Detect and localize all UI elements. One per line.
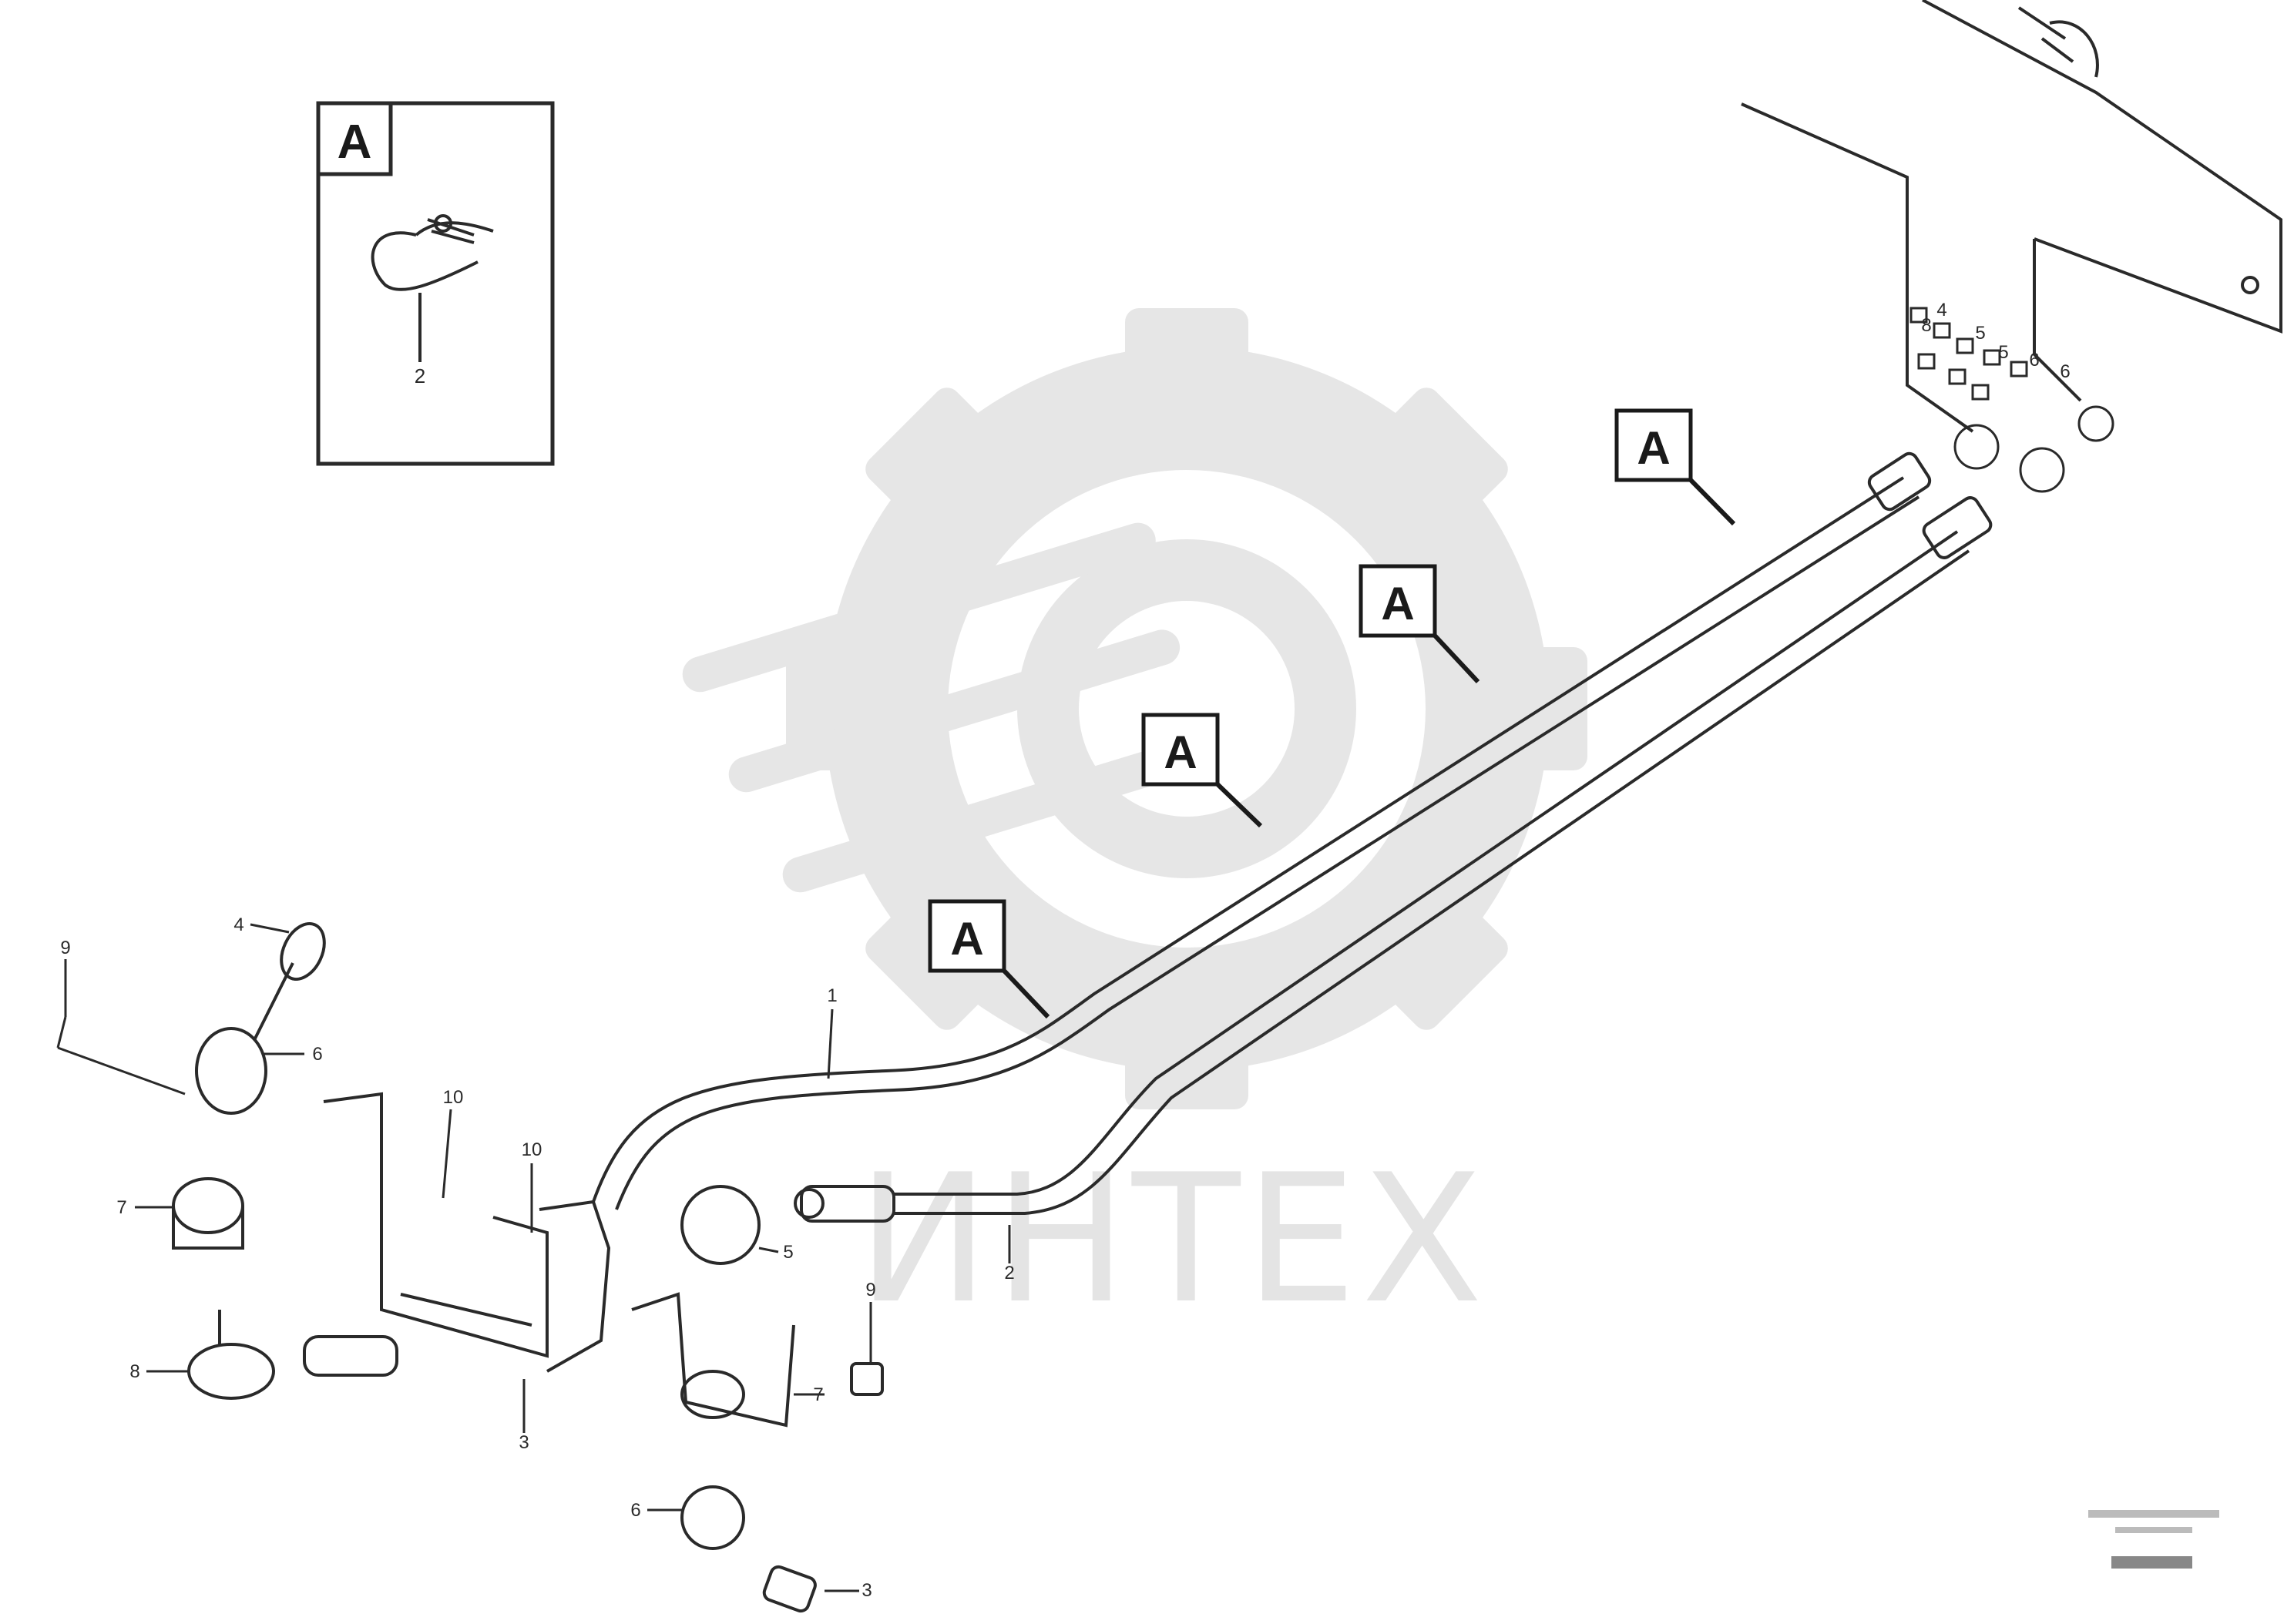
hose-lower-outer	[894, 530, 1959, 1196]
callout-tag-4: A	[928, 899, 1050, 1019]
inset-clamp-drawing	[371, 214, 494, 362]
lower-left-fittings	[56, 921, 1011, 1613]
ref-line-2-bar	[2115, 1527, 2192, 1533]
part-number-1: 1	[827, 985, 837, 1006]
part-number-6-a: 6	[312, 1044, 322, 1065]
coupling-lower-right	[1922, 496, 1993, 559]
callout-tag-2: A	[1359, 564, 1480, 684]
callout-tag-1-label: A	[1637, 422, 1670, 474]
part-number-10-b: 10	[522, 1139, 542, 1160]
part-number-9-a: 9	[60, 938, 70, 958]
hose-lower-inner	[894, 549, 1970, 1215]
watermark-text: ИНТЕХ	[857, 1137, 1487, 1343]
part-number-4-b: 4	[1936, 300, 1946, 320]
part-number-3-b: 3	[862, 1580, 872, 1601]
callout-tag-1: A	[1614, 408, 1736, 526]
part-number-6-d: 6	[2060, 361, 2070, 382]
hose-upper-inner	[615, 495, 1920, 1210]
reference-code-block	[2088, 1510, 2219, 1569]
coupling-lower-left	[800, 1185, 895, 1223]
part-number-7-a: 7	[116, 1197, 126, 1218]
inset-tag-label: A	[338, 116, 372, 169]
mounting-bracket-right	[1741, 0, 2282, 493]
part-number-7-b: 7	[813, 1384, 823, 1405]
inset-part-number: 2	[415, 364, 425, 388]
part-number-9-b: 9	[865, 1280, 875, 1300]
ref-line-1-bar	[2088, 1510, 2219, 1518]
ref-line-3-bar	[2111, 1556, 2192, 1569]
coupling-upper-right	[1867, 451, 1932, 512]
inset-detail-box: A 2	[316, 101, 555, 466]
hose-upper-outer	[592, 476, 1905, 1203]
part-number-4-a: 4	[233, 914, 244, 935]
part-number-labels: 9 4 6 7 8 10 10 3 1 2 5 9 7 6 3 4 5 5 6 …	[60, 300, 2070, 1601]
hose-assembly	[592, 451, 1993, 1223]
callout-tag-3: A	[1141, 713, 1263, 828]
part-number-3-a: 3	[519, 1432, 529, 1453]
part-number-2: 2	[1004, 1263, 1014, 1283]
inset-tag-box	[316, 101, 393, 176]
part-number-8-a: 8	[129, 1361, 139, 1382]
fittings-cluster	[1909, 307, 2114, 493]
part-number-5-a: 5	[783, 1242, 793, 1263]
part-number-5-c: 5	[1998, 342, 2008, 363]
part-number-6-c: 6	[2029, 350, 2039, 371]
callout-tag-2-label: A	[1381, 578, 1414, 629]
part-number-8-b: 8	[1921, 315, 1931, 336]
watermark-gear-logo	[682, 308, 1587, 1109]
callout-tag-3-label: A	[1164, 726, 1197, 778]
part-number-5-b: 5	[1975, 323, 1985, 344]
callout-tag-4-label: A	[950, 913, 983, 965]
part-number-6-b: 6	[630, 1500, 640, 1521]
part-number-10-a: 10	[443, 1087, 464, 1108]
